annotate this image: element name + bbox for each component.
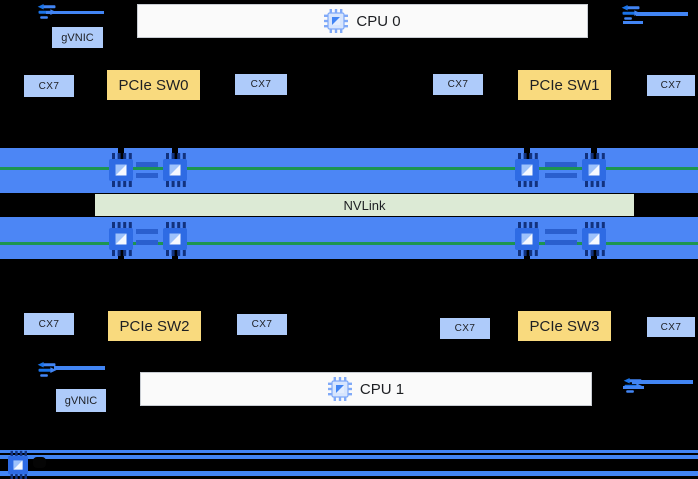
cpu-chip-icon	[324, 9, 349, 33]
cx7-label: CX7	[251, 319, 273, 330]
pcie-sw2-box: PCIe SW2	[108, 311, 201, 341]
pcie-sw0-box: PCIe SW0	[107, 70, 200, 100]
pcie-link	[524, 246, 530, 259]
nvlink-rail-line	[0, 167, 698, 170]
gvnic-label: gVNIC	[61, 31, 94, 44]
cx7-nic-box: CX7	[433, 74, 483, 95]
gpu-pair-link	[136, 173, 158, 178]
gpu-chip-icon	[582, 222, 606, 256]
pcie-link	[172, 246, 178, 259]
cx7-label: CX7	[447, 79, 469, 90]
cpu1-box: CPU 1	[140, 372, 592, 406]
pcie-sw1-label: PCIe SW1	[529, 76, 600, 94]
cx7-nic-box: CX7	[24, 313, 74, 335]
cropped-label-fragment	[33, 457, 46, 468]
gpu-pair-link	[545, 240, 577, 245]
gpu-chip-icon	[109, 153, 133, 187]
cpu0-label: CPU 0	[356, 12, 401, 30]
gpu-pair-link	[136, 162, 158, 167]
network-wire	[0, 450, 698, 453]
gpu-chip-icon	[582, 153, 606, 187]
nvlink-rail-line	[0, 242, 698, 245]
gvnic-bottom-box: gVNIC	[56, 389, 106, 412]
pcie-sw3-label: PCIe SW3	[529, 317, 600, 335]
pcie-link	[118, 148, 124, 161]
cx7-nic-box: CX7	[235, 74, 287, 95]
gpu-pair-link	[136, 240, 158, 245]
gpu-chip-icon	[515, 222, 539, 256]
gpu-pair-link	[545, 162, 577, 167]
pcie-link	[591, 148, 597, 161]
gpu-pair-link	[136, 229, 158, 234]
gpu-chip-icon	[515, 153, 539, 187]
cx7-label: CX7	[660, 321, 682, 333]
pcie-sw0-label: PCIe SW0	[118, 76, 189, 94]
cx7-label: CX7	[454, 323, 476, 334]
nvlink-label: NVLink	[343, 197, 386, 213]
pcie-link	[524, 148, 530, 161]
pcie-sw2-label: PCIe SW2	[119, 317, 190, 335]
gpu-chip-icon	[163, 153, 187, 187]
cx7-nic-box: CX7	[440, 318, 490, 339]
nvlink-bar: NVLink	[95, 194, 634, 216]
cx7-nic-box: CX7	[237, 314, 287, 335]
cx7-nic-box: CX7	[24, 75, 74, 97]
cpu0-box: CPU 0	[137, 4, 588, 38]
network-wire	[636, 12, 688, 16]
cx7-nic-box: CX7	[647, 317, 695, 337]
pcie-link	[172, 148, 178, 161]
network-wire	[623, 21, 643, 24]
gpu-pair-link	[545, 173, 577, 178]
gvnic-label: gVNIC	[64, 394, 98, 407]
bottom-rail	[0, 455, 698, 476]
pcie-link	[118, 246, 124, 259]
network-wire	[46, 11, 104, 14]
cpu1-label: CPU 1	[359, 380, 405, 398]
network-wire	[54, 366, 105, 370]
gvnic-top-box: gVNIC	[52, 27, 103, 48]
network-wire	[632, 380, 693, 384]
cx7-label: CX7	[660, 80, 682, 91]
pcie-sw1-box: PCIe SW1	[518, 70, 611, 100]
network-link-icon	[37, 361, 57, 377]
gpu-chip-icon	[8, 450, 28, 479]
cx7-label: CX7	[38, 80, 60, 92]
cx7-label: CX7	[250, 79, 272, 90]
cx7-nic-box: CX7	[647, 75, 695, 96]
gpu-chip-icon	[109, 222, 133, 256]
pcie-sw3-box: PCIe SW3	[518, 311, 611, 341]
cpu-chip-icon	[327, 377, 352, 401]
network-wire	[623, 386, 644, 389]
cx7-label: CX7	[38, 318, 60, 330]
gpu-chip-icon	[163, 222, 187, 256]
gpu-pair-link	[545, 229, 577, 234]
pcie-link	[591, 246, 597, 259]
